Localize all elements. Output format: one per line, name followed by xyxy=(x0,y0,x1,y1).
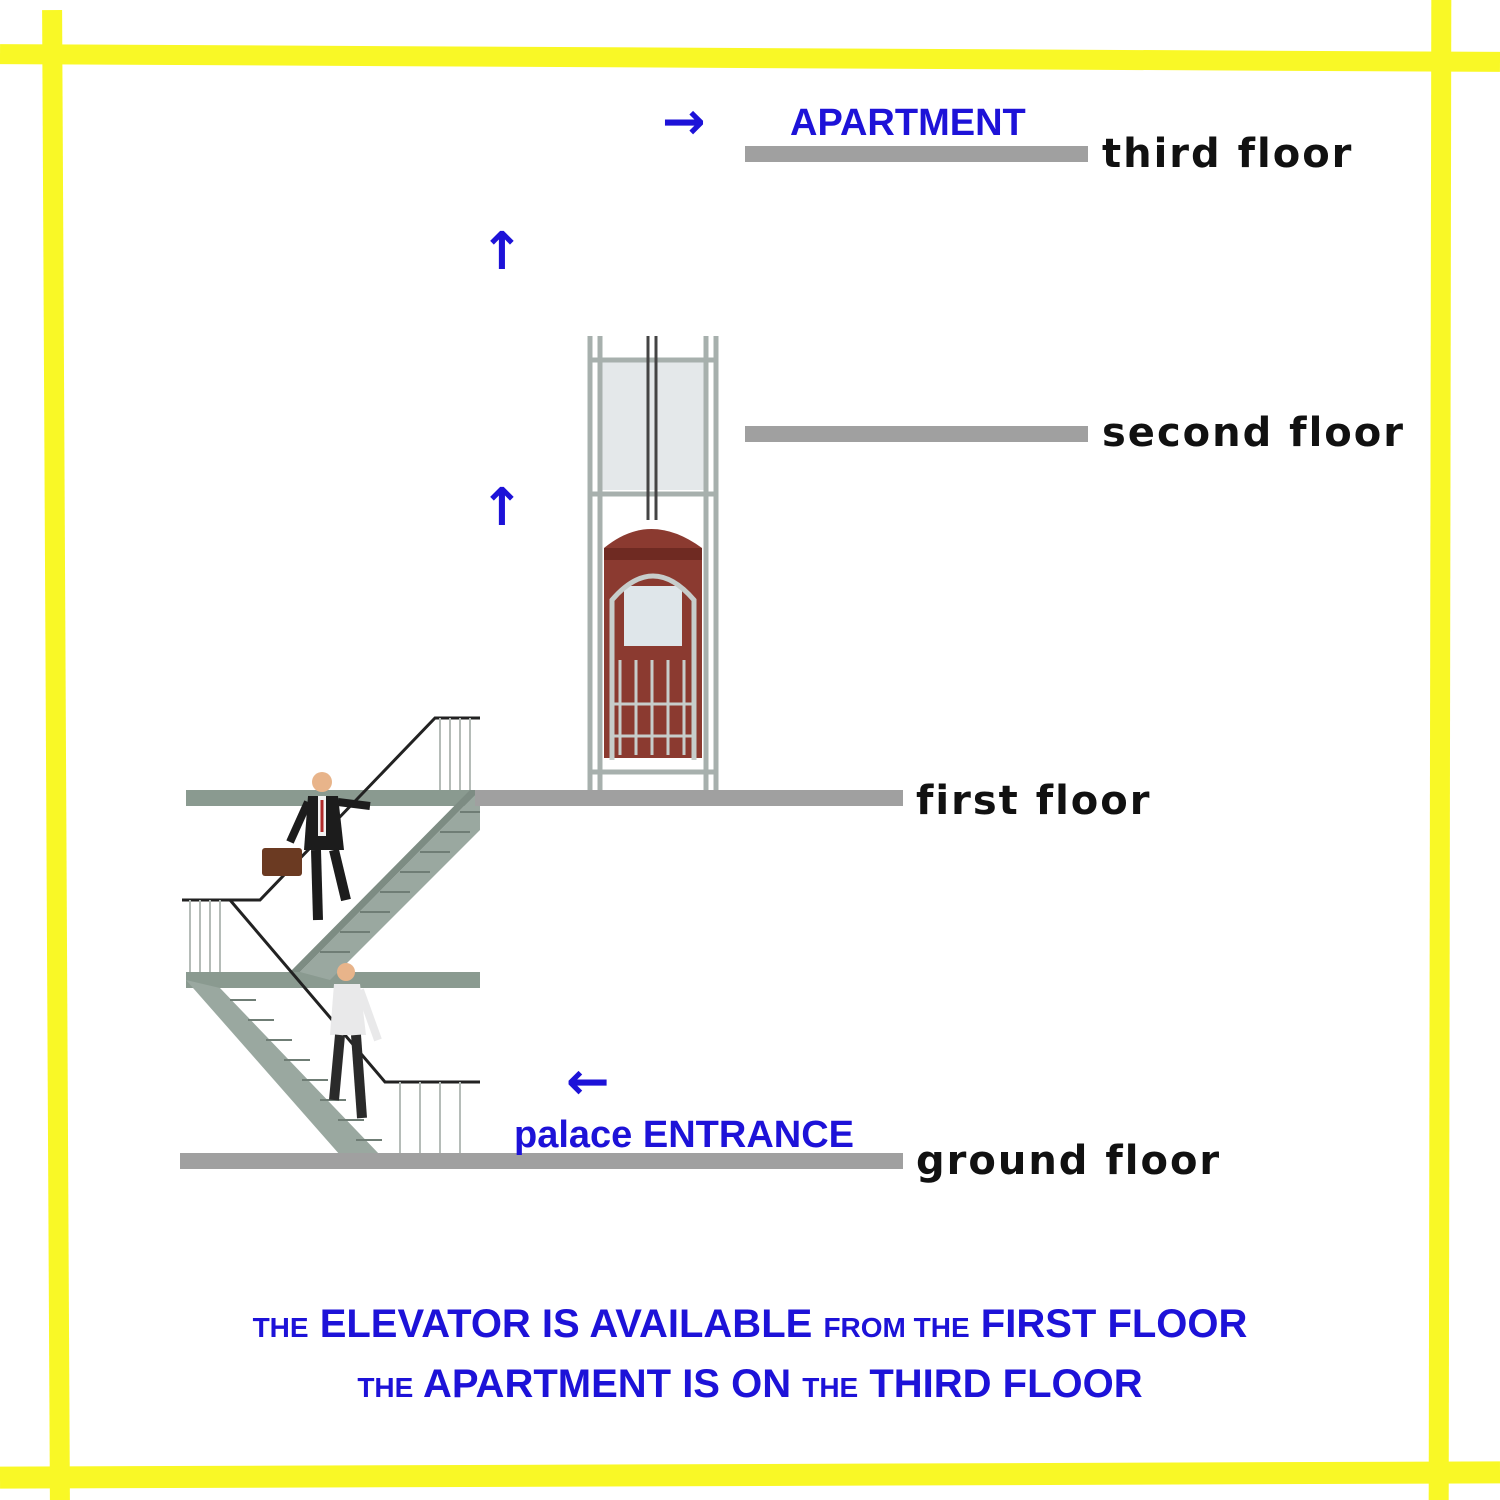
man-in-white-shirt xyxy=(329,963,382,1119)
ground-floor-label: ground floor xyxy=(916,1138,1222,1184)
caption-word: FROM THE xyxy=(823,1312,970,1343)
first-floor-label: first floor xyxy=(916,778,1152,824)
first-floor-line xyxy=(475,790,903,806)
caption-word: ELEVATOR IS AVAILABLE xyxy=(319,1302,813,1346)
second-floor-line xyxy=(745,426,1088,442)
caption-word: THE xyxy=(357,1372,414,1403)
arrow-left-icon: ← xyxy=(566,1052,610,1112)
elevator xyxy=(587,336,719,790)
caption-word: APARTMENT IS ON xyxy=(422,1362,792,1406)
apartment-label: APARTMENT xyxy=(790,102,1026,144)
man-with-briefcase xyxy=(262,772,371,921)
second-floor-label: second floor xyxy=(1102,410,1405,456)
caption-line-2: THE APARTMENT IS ON THE THIRD FLOOR xyxy=(0,1364,1500,1404)
arrow-up-icon: ↑ xyxy=(480,222,524,282)
arrow-up-icon: ↑ xyxy=(480,478,524,538)
caption-word: FIRST FLOOR xyxy=(980,1302,1248,1346)
caption-word: THE xyxy=(802,1372,859,1403)
caption-word: THE xyxy=(252,1312,309,1343)
entrance-small-text: palace xyxy=(514,1114,633,1156)
third-floor-line xyxy=(745,146,1088,162)
staircase xyxy=(182,716,480,1155)
palace-entrance-label: palace ENTRANCE xyxy=(514,1116,854,1154)
entrance-big-text: ENTRANCE xyxy=(642,1114,854,1156)
third-floor-label: third floor xyxy=(1102,131,1354,177)
caption-word: THIRD FLOOR xyxy=(869,1362,1143,1406)
ground-floor-line xyxy=(180,1153,903,1169)
arrow-right-icon: → xyxy=(662,92,706,152)
caption-line-1: THE ELEVATOR IS AVAILABLE FROM THE FIRST… xyxy=(0,1304,1500,1344)
